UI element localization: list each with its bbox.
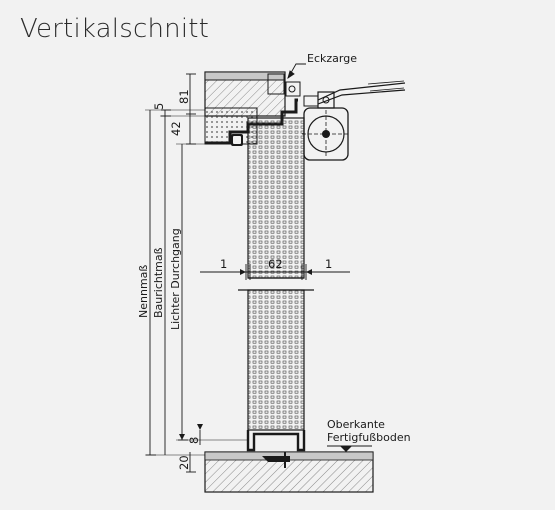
- oberkante-label: Oberkante: [327, 418, 385, 431]
- fertigfussboden-label: Fertigfußboden: [327, 431, 411, 444]
- dim-62: 62: [268, 257, 283, 271]
- dimension-arrows: [179, 269, 312, 440]
- dim-81: 81: [177, 89, 191, 104]
- vertical-dimensions: [145, 73, 248, 473]
- eckzarge-label: Eckzarge: [307, 52, 357, 65]
- baurichtmass-label: Baurichtmaß: [152, 247, 165, 318]
- dim-1-left: 1: [220, 257, 227, 271]
- dim-1-right: 1: [325, 257, 332, 271]
- dim-42: 42: [169, 121, 183, 136]
- door-upper-section: [247, 117, 305, 279]
- page-title: Vertikalschnitt: [20, 14, 210, 44]
- dim-8: 8: [187, 437, 201, 444]
- door-lower-section: [238, 289, 314, 452]
- dim-5: 5: [152, 103, 166, 110]
- floor-slab: [204, 445, 374, 493]
- lichter-durchgang-label: Lichter Durchgang: [169, 228, 182, 330]
- cable: [317, 80, 406, 105]
- dim-20: 20: [177, 455, 191, 470]
- nennmass-label: Nennmaß: [137, 265, 150, 318]
- motor-drum: [302, 91, 350, 161]
- eckzarge-leader: [287, 63, 306, 80]
